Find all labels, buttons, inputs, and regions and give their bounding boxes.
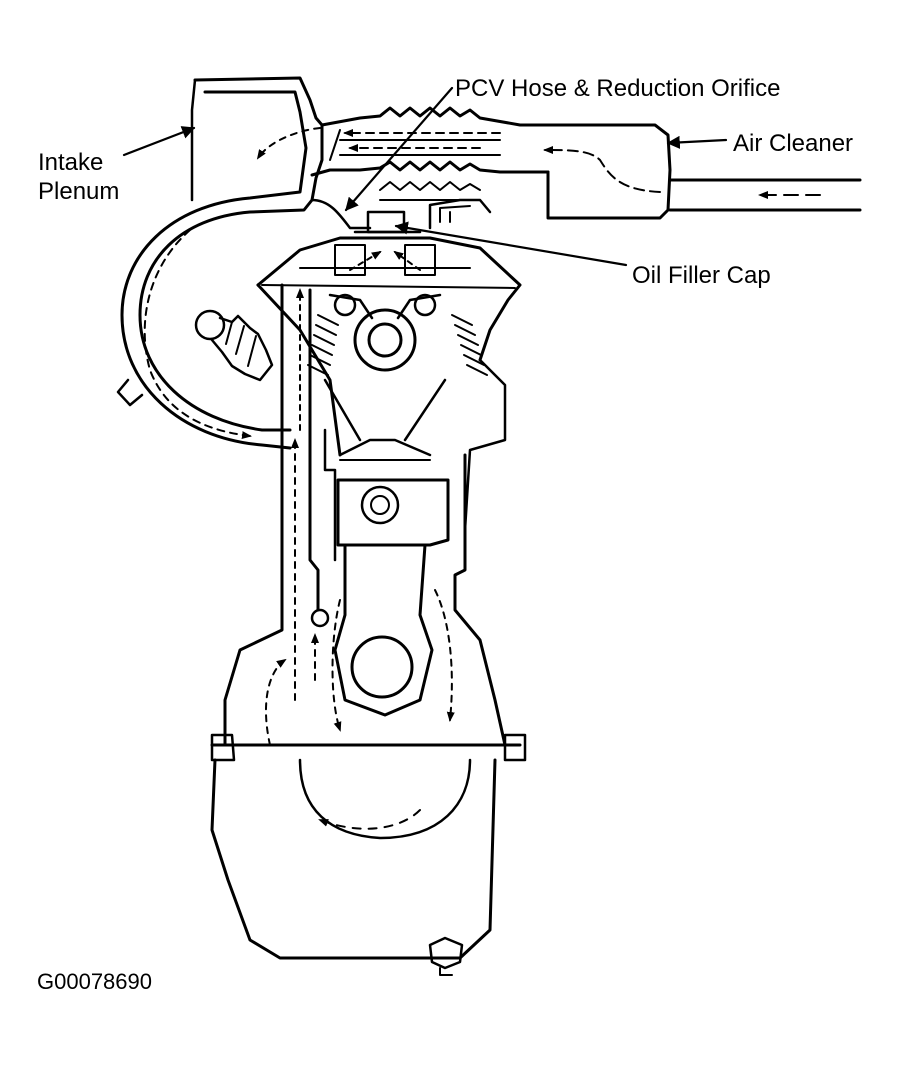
cylinder-head	[256, 236, 522, 532]
leader-oil-filler-cap	[394, 221, 628, 267]
pcv-hose-label: PCV Hose & Reduction Orifice	[455, 75, 781, 102]
intake-plenum-label-line1: Intake	[38, 149, 104, 176]
figure-code: G00078690	[37, 969, 152, 994]
leader-pcv-hose	[344, 86, 454, 212]
intake-plenum	[116, 76, 324, 450]
oil-filler-cap-label: Oil Filler Cap	[632, 262, 771, 289]
oil-pan	[210, 733, 527, 976]
air-cleaner-assembly	[310, 106, 862, 220]
intake-plenum-label: Intake Plenum	[38, 148, 119, 206]
intake-plenum-label-line2: Plenum	[38, 178, 120, 205]
pcv-hose	[310, 198, 492, 230]
air-cleaner-label: Air Cleaner	[733, 130, 854, 157]
leader-intake-plenum	[122, 126, 196, 157]
leader-air-cleaner	[666, 135, 728, 149]
engine-block	[223, 283, 507, 747]
